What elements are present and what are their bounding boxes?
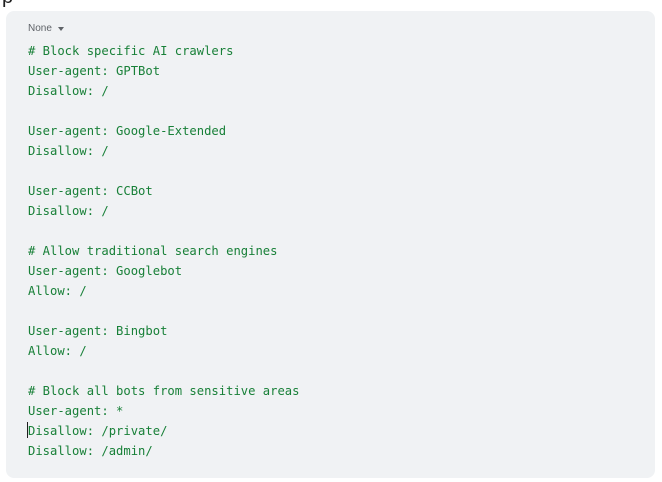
code-line: User-agent: CCBot (28, 184, 153, 198)
code-line: User-agent: GPTBot (28, 64, 161, 78)
code-line (28, 301, 300, 321)
code-line: # Block specific AI crawlers (28, 44, 234, 58)
code-line: Disallow: /admin/ (28, 444, 153, 458)
code-line: Disallow: / (28, 84, 109, 98)
code-line: User-agent: * (28, 404, 124, 418)
preceding-text-fragment: p (0, 0, 662, 10)
code-line (28, 101, 300, 121)
chevron-down-icon (57, 27, 64, 31)
code-line: Disallow: / (28, 204, 109, 218)
code-line (28, 161, 300, 181)
code-line: # Allow traditional search engines (28, 244, 278, 258)
code-line: Allow: / (28, 344, 87, 358)
language-selector[interactable]: None (28, 23, 64, 34)
code-line: Disallow: / (28, 144, 109, 158)
preceding-text: p (2, 0, 13, 9)
code-line: User-agent: Google-Extended (28, 124, 227, 138)
code-line: User-agent: Bingbot (28, 324, 168, 338)
code-line (28, 221, 300, 241)
code-line: # Block all bots from sensitive areas (28, 384, 300, 398)
code-line-with-cursor: Disallow: /private/ (27, 421, 300, 441)
code-line: User-agent: Googlebot (28, 264, 183, 278)
code-line: Allow: / (28, 284, 87, 298)
language-label: None (28, 23, 52, 34)
code-line (28, 361, 300, 381)
